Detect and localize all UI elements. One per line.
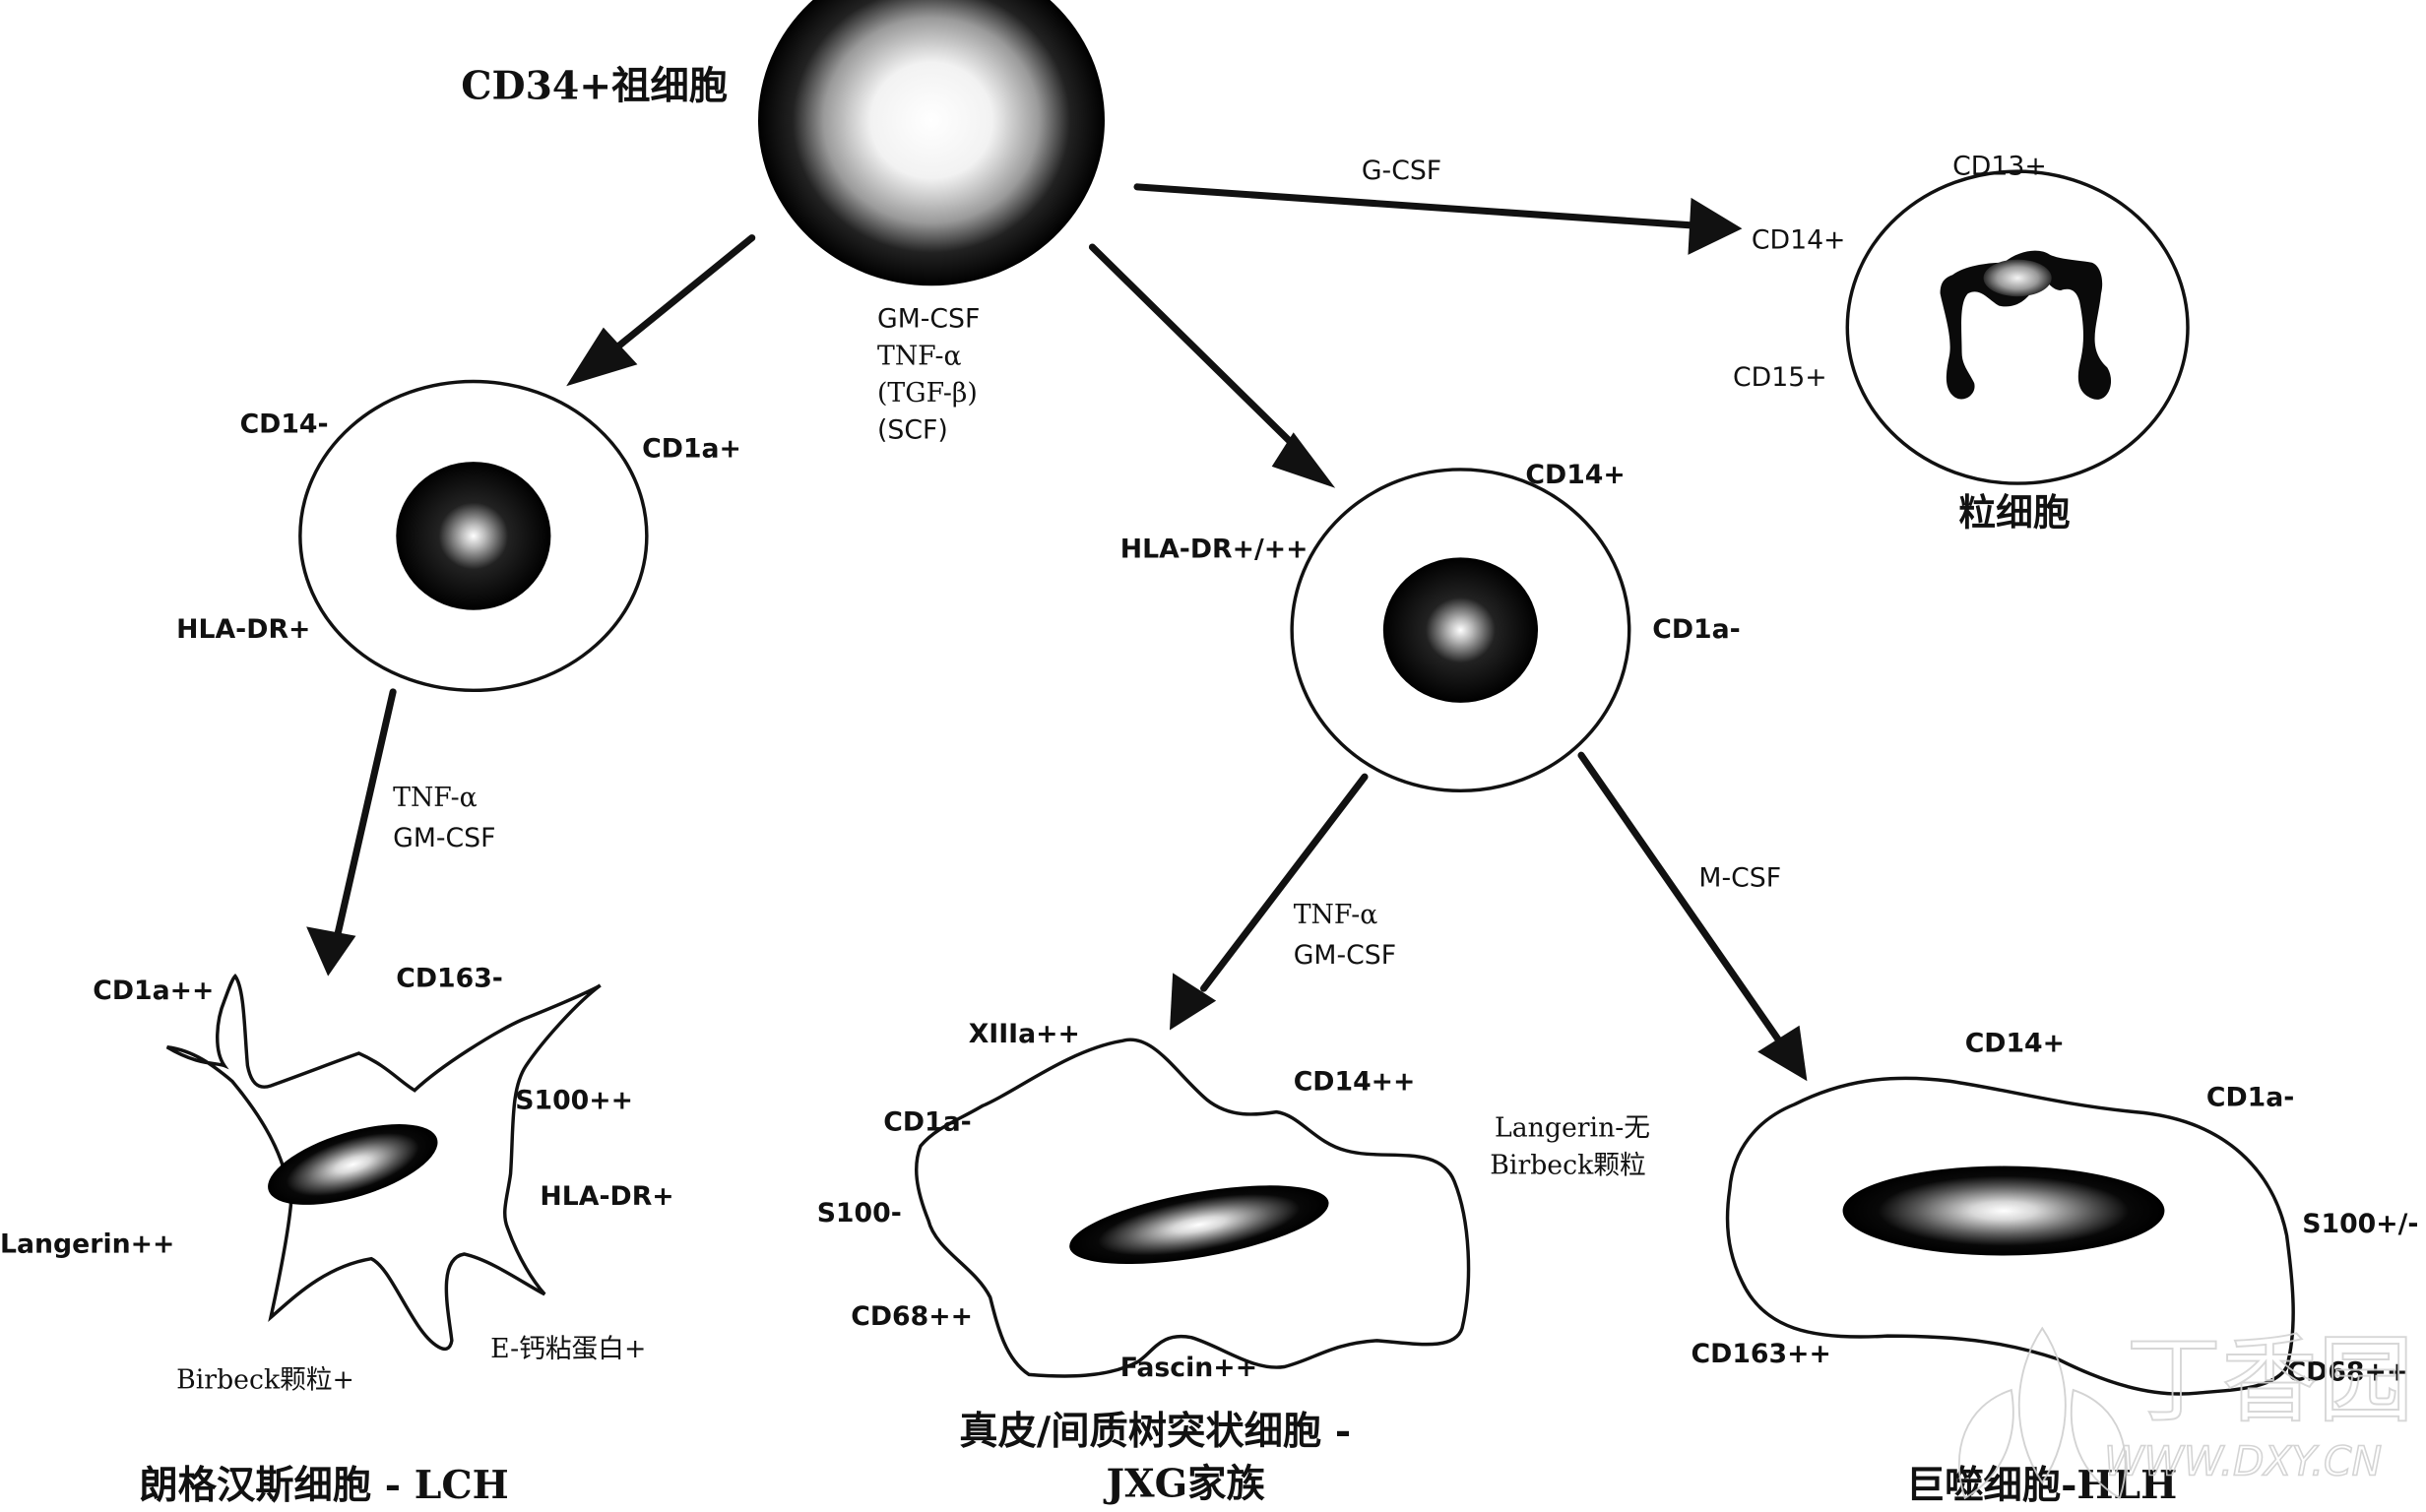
jxg-marker-xiiia: XIIIa++	[969, 1019, 1080, 1049]
macrophage-title: 巨噬细胞-HLH	[1906, 1463, 2177, 1508]
jxg-marker-birbeck: Birbeck颗粒	[1490, 1150, 1645, 1180]
granulocyte-title: 粒细胞	[1958, 490, 2070, 534]
lc-marker-hla: HLA-DR+	[176, 614, 310, 645]
mac-marker-cd68: CD68++	[2287, 1357, 2409, 1388]
arrow-to-lch	[306, 688, 397, 976]
mono-marker-cd1a: CD1a-	[1652, 614, 1740, 645]
jxg-marker-cd14: CD14++	[1294, 1067, 1416, 1098]
macrophage-factor: M-CSF	[1698, 863, 1781, 894]
lc-precursor-nucleus	[396, 462, 551, 610]
jxg-nucleus	[1069, 1185, 1329, 1265]
jxg-marker-langerin: Langerin-无	[1495, 1113, 1650, 1144]
lc-marker-cd1a: CD1a+	[642, 433, 741, 464]
arrow-to-monocyte-precursor	[1088, 243, 1336, 488]
jxg-marker-cd1a: CD1a-	[883, 1106, 971, 1137]
mac-marker-cd1a: CD1a-	[2206, 1082, 2294, 1112]
lch-title: 朗格汉斯细胞 - LCH	[139, 1463, 508, 1508]
lch-factor-tnf: TNF-α	[393, 783, 478, 813]
granulocyte-factor: G-CSF	[1362, 156, 1441, 186]
lc-marker-cd14: CD14-	[240, 409, 329, 439]
lch-marker-s100: S100++	[515, 1086, 633, 1116]
granulocyte-marker-cd14: CD14+	[1752, 225, 1846, 256]
jxg-factor-tnf: TNF-α	[1294, 900, 1378, 930]
granulocyte-nucleus	[1940, 250, 2112, 400]
jxg-title-line2: JXG家族	[1104, 1461, 1266, 1506]
mac-marker-cd163: CD163++	[1692, 1339, 1831, 1369]
granulocyte-cell	[1845, 169, 2190, 485]
arrow-to-macrophage	[1577, 751, 1808, 1082]
arrow-to-jxg	[1170, 773, 1369, 1031]
lch-cell: CD1a++ CD163- S100++ HLA-DR+ Langerin++ …	[0, 964, 674, 1512]
macrophage-nucleus	[1842, 1166, 2165, 1256]
granulocyte-marker-cd13: CD13+	[1952, 151, 2047, 181]
mono-marker-hla: HLA-DR+/++	[1120, 534, 1309, 564]
watermark-leaf-icon	[1957, 1326, 2127, 1500]
jxg-marker-s100: S100-	[817, 1198, 902, 1228]
granulocyte-marker-cd15: CD15+	[1733, 362, 1827, 393]
mono-marker-cd14: CD14+	[1525, 460, 1625, 490]
lch-factor-gm-csf: GM-CSF	[393, 823, 495, 853]
arrow-to-lc-precursor	[566, 234, 756, 387]
jxg-marker-cd68: CD68++	[851, 1301, 973, 1332]
mac-marker-cd14: CD14+	[1965, 1028, 2065, 1058]
progenitor-cell	[758, 0, 1105, 286]
lch-marker-cd1a: CD1a++	[93, 976, 214, 1006]
factor-tnf-alpha: TNF-α	[877, 341, 962, 371]
lch-marker-hla: HLA-DR+	[540, 1181, 673, 1212]
lch-marker-cd163: CD163-	[396, 964, 503, 994]
arrow-to-granulocyte	[1133, 183, 1743, 255]
watermark-brand: 丁香园	[2126, 1325, 2413, 1436]
watermark: 丁香园 WWW.DXY.CN	[1957, 1324, 2414, 1500]
lc-precursor: CD14- CD1a+ HLA-DR+	[176, 379, 741, 693]
lch-marker-ecadherin: E-钙粘蛋白+	[490, 1334, 646, 1364]
monocyte-precursor-nucleus	[1382, 557, 1538, 703]
jxg-marker-fascin: Fascin++	[1120, 1353, 1257, 1383]
progenitor-title: CD34+祖细胞	[461, 63, 728, 108]
factor-gm-csf: GM-CSF	[877, 304, 980, 335]
jxg-factor-gm-csf: GM-CSF	[1294, 940, 1396, 971]
granulocyte: CD13+ CD14+ CD15+ 粒细胞	[1733, 151, 2190, 534]
macrophage-cell: CD14+ CD1a- S100+/- CD163++ CD68++ 巨噬细胞-…	[1692, 1028, 2419, 1507]
granulocyte-granule	[1983, 259, 2052, 297]
lch-marker-langerin: Langerin++	[0, 1228, 174, 1259]
factor-tgf-beta: (TGF-β)	[877, 378, 978, 409]
lch-nucleus	[268, 1124, 438, 1205]
monocyte-precursor: CD14+ HLA-DR+/++ CD1a-	[1120, 460, 1741, 793]
jxg-title-line1: 真皮/间质树突状细胞 -	[959, 1409, 1351, 1454]
jxg-cell: XIIIa++ CD14++ CD1a- S100- CD68++ Fascin…	[817, 1019, 1650, 1506]
progenitor-factors: GM-CSF TNF-α (TGF-β) (SCF)	[877, 304, 980, 446]
factor-scf: (SCF)	[877, 415, 948, 446]
mac-marker-s100: S100+/-	[2302, 1209, 2418, 1239]
lch-marker-birbeck: Birbeck颗粒+	[176, 1365, 354, 1396]
watermark-url: WWW.DXY.CN	[2104, 1437, 2382, 1484]
